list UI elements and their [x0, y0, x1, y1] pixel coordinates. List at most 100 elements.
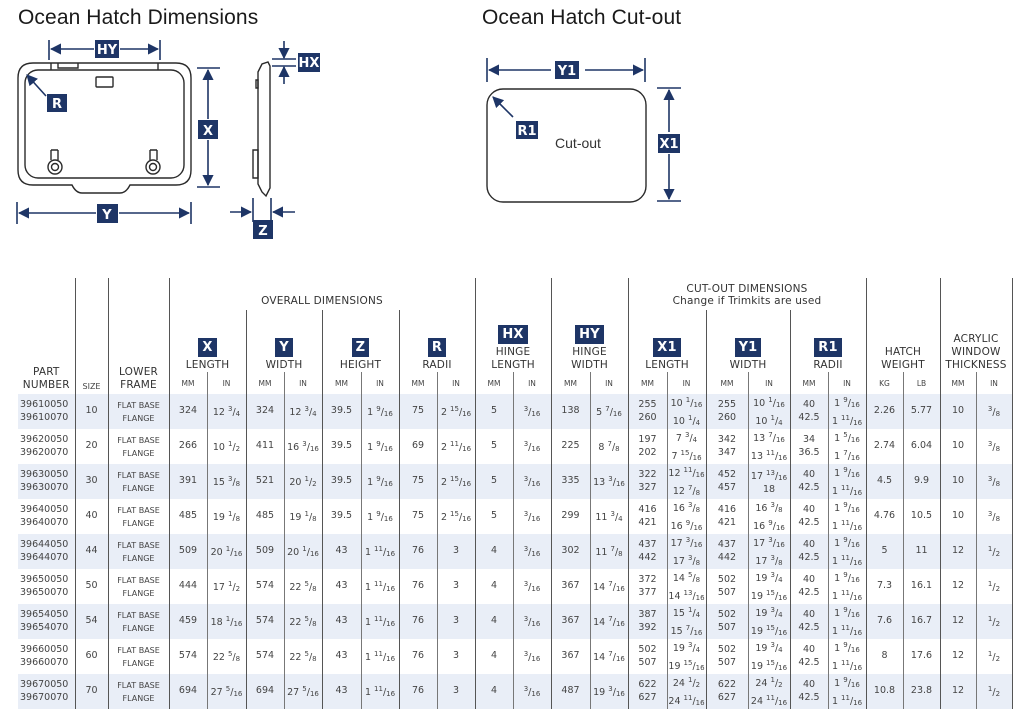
acrylic-mm-cell: 10 [939, 394, 976, 429]
svg-text:Z: Z [258, 224, 267, 239]
r1-dimension: R1 [492, 96, 538, 139]
svg-text:HX: HX [299, 56, 320, 71]
hy-mm-cell: 302 [550, 534, 590, 569]
weight-lb-cell: 5.77 [902, 394, 940, 429]
weight-kg-cell: 4.5 [865, 464, 903, 499]
x-mm-cell: 485 [168, 499, 207, 534]
hy-in-cell: 13 3/16 [589, 464, 628, 499]
x-in-cell: 12 3/4 [206, 394, 246, 429]
y-in-cell: 22 5/8 [283, 604, 322, 639]
x-in-cell: 10 1/2 [206, 429, 246, 464]
weight-lb-cell: 16.7 [902, 604, 940, 639]
header-x-length: X LENGTH [168, 310, 246, 372]
acrylic-mm-cell: 12 [939, 534, 976, 569]
z-mm-cell: 39.5 [321, 464, 361, 499]
acrylic-mm-cell: 10 [939, 464, 976, 499]
hinge-hole-right-icon [145, 149, 161, 175]
r-dimension: R [26, 74, 67, 112]
y-mm-cell: 574 [245, 604, 284, 639]
header-z-height: Z HEIGHT [321, 310, 399, 372]
header-hatch-weight: HATCH WEIGHT [865, 278, 940, 372]
y-in-cell: 22 5/8 [283, 639, 322, 674]
weight-kg-cell: 10.8 [865, 674, 903, 709]
hy-mm-cell: 138 [550, 394, 590, 429]
weight-kg-cell: 8 [865, 639, 903, 674]
y-in-cell: 22 5/8 [283, 569, 322, 604]
header-size: SIZE [74, 278, 108, 394]
weight-lb-cell: 11 [902, 534, 940, 569]
hy-in-cell: 19 3/16 [589, 674, 628, 709]
z-in-cell: 1 11/16 [360, 569, 399, 604]
size-cell: 10 [74, 394, 108, 429]
z-in-cell: 1 9/16 [360, 499, 399, 534]
size-cell: 40 [74, 499, 108, 534]
y-mm-cell: 521 [245, 464, 284, 499]
hx-in-cell: 3/16 [512, 604, 551, 639]
acrylic-in-cell: 1/2 [975, 674, 1013, 709]
size-cell: 20 [74, 429, 108, 464]
z-mm-cell: 43 [321, 604, 361, 639]
x-mm-cell: 574 [168, 639, 207, 674]
r-mm-cell: 69 [398, 429, 437, 464]
acrylic-in-cell: 3/8 [975, 499, 1013, 534]
x-mm-cell: 509 [168, 534, 207, 569]
hx-in-cell: 3/16 [512, 534, 551, 569]
acrylic-mm-cell: 10 [939, 499, 976, 534]
header-hinge-width: HY HINGE WIDTH [550, 278, 628, 372]
hatch-diagrams: HY R X Y HX [16, 40, 681, 239]
header-r-radii: R RADII [398, 310, 475, 372]
z-in-cell: 1 11/16 [360, 674, 399, 709]
header-x1-length: X1 LENGTH [627, 310, 706, 372]
acrylic-in-cell: 1/2 [975, 569, 1013, 604]
r-mm-cell: 76 [398, 674, 437, 709]
hx-in-cell: 3/16 [512, 639, 551, 674]
weight-kg-cell: 7.6 [865, 604, 903, 639]
weight-lb-cell: 6.04 [902, 429, 940, 464]
hx-in-cell: 3/16 [512, 394, 551, 429]
hx-in-cell: 3/16 [512, 499, 551, 534]
size-cell: 70 [74, 674, 108, 709]
y-in-cell: 20 1/2 [283, 464, 322, 499]
svg-text:R1: R1 [517, 124, 536, 139]
acrylic-in-cell: 1/2 [975, 639, 1013, 674]
z-mm-cell: 39.5 [321, 394, 361, 429]
x-in-cell: 27 5/16 [206, 674, 246, 709]
svg-text:Y: Y [101, 208, 112, 223]
hx-dimension: HX [272, 41, 320, 84]
x-in-cell: 18 1/16 [206, 604, 246, 639]
weight-lb-cell: 10.5 [902, 499, 940, 534]
r-mm-cell: 75 [398, 464, 437, 499]
r-mm-cell: 75 [398, 499, 437, 534]
z-mm-cell: 43 [321, 674, 361, 709]
header-part-number: PART NUMBER [22, 366, 70, 391]
hy-mm-cell: 225 [550, 429, 590, 464]
y-in-cell: 16 3/16 [283, 429, 322, 464]
z-in-cell: 1 11/16 [360, 534, 399, 569]
hy-in-cell: 14 7/16 [589, 639, 628, 674]
hx-in-cell: 3/16 [512, 569, 551, 604]
